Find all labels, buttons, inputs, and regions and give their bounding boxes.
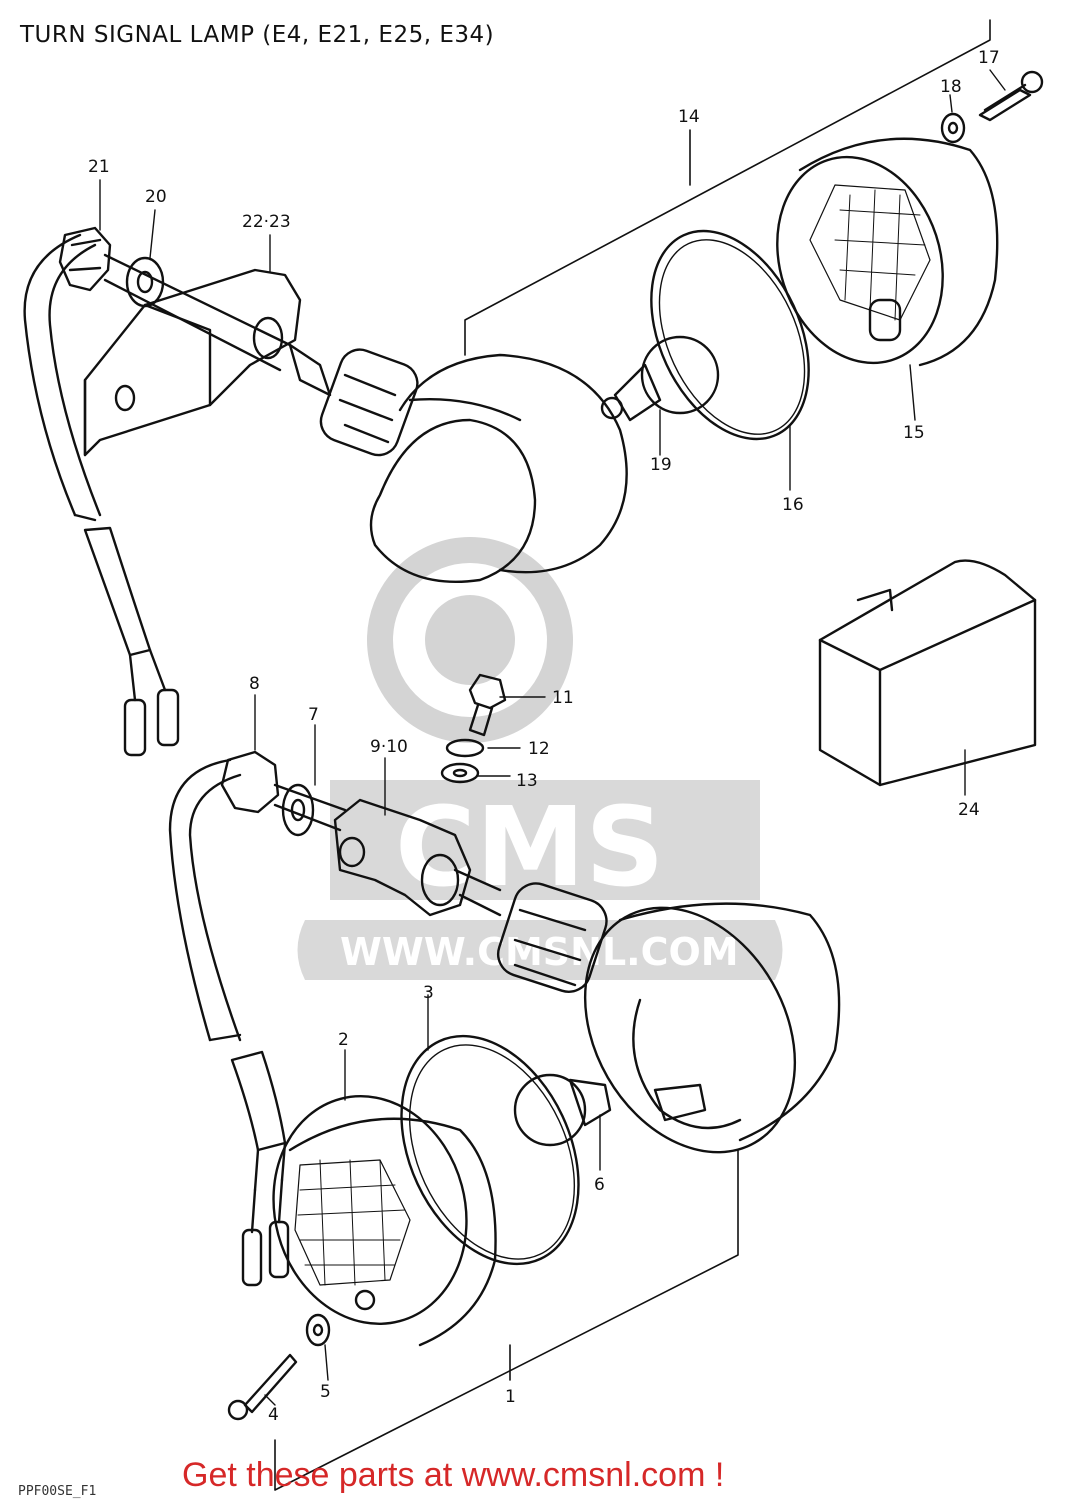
callout-24: 24 <box>958 800 980 820</box>
callout-22-23: 22·23 <box>242 212 291 232</box>
callout-13: 13 <box>516 771 538 791</box>
watermark-brand: CMS <box>395 783 664 911</box>
callout-7: 7 <box>308 705 319 725</box>
screw-17 <box>978 70 1044 122</box>
washer-18 <box>940 112 966 144</box>
callout-8: 8 <box>249 674 260 694</box>
callout-17: 17 <box>978 48 1000 68</box>
lens-2 <box>272 1095 497 1347</box>
cms-watermark-logo <box>297 537 783 980</box>
callout-11: 11 <box>552 688 574 708</box>
callout-16: 16 <box>782 495 804 515</box>
callout-14: 14 <box>678 107 700 127</box>
bulb-19 <box>600 335 720 422</box>
callout-12: 12 <box>528 739 550 759</box>
leader-frame-1 <box>274 1149 739 1491</box>
callout-9-10: 9·10 <box>370 737 408 757</box>
callout-21: 21 <box>88 157 110 177</box>
callout-2: 2 <box>338 1030 349 1050</box>
bulb-6 <box>513 1073 612 1147</box>
washer-20 <box>125 256 165 308</box>
gasket-3 <box>400 1034 580 1266</box>
leader-frame-14 <box>464 19 991 356</box>
callout-5: 5 <box>320 1382 331 1402</box>
callout-18: 18 <box>940 77 962 97</box>
page-title: TURN SIGNAL LAMP (E4, E21, E25, E34) <box>20 22 495 48</box>
callout-15: 15 <box>903 423 925 443</box>
footer-parts-link[interactable]: Get these parts at www.cmsnl.com ! <box>182 1456 725 1494</box>
lens-15 <box>776 137 999 367</box>
callout-19: 19 <box>650 455 672 475</box>
nut-8 <box>220 750 280 814</box>
flasher-relay-24 <box>818 559 1037 787</box>
wire-harness-lower <box>168 758 290 1287</box>
lamp-housing-lower <box>583 902 841 1154</box>
bolt-11 <box>468 673 507 737</box>
lamp-socket-upper <box>288 343 419 457</box>
callout-leaders <box>99 69 1006 1406</box>
nut-21 <box>58 226 112 292</box>
screw-4 <box>227 1353 298 1421</box>
callout-1: 1 <box>505 1387 516 1407</box>
clamp-9-10 <box>333 798 472 917</box>
drawing-code: PPF00SE_F1 <box>18 1484 97 1499</box>
lamp-housing-upper <box>369 353 628 584</box>
washer-5 <box>305 1313 331 1347</box>
washer-13 <box>440 762 480 784</box>
lock-washer-12 <box>445 738 485 758</box>
wire-harness-upper <box>23 233 180 757</box>
watermark-url: WWW.CMSNL.COM <box>340 930 739 974</box>
callout-4: 4 <box>268 1405 279 1425</box>
callout-3: 3 <box>423 983 434 1003</box>
washer-7 <box>281 783 315 837</box>
bracket-22-23 <box>83 268 302 457</box>
callout-6: 6 <box>594 1175 605 1195</box>
callout-20: 20 <box>145 187 167 207</box>
lamp-socket-lower <box>496 882 608 993</box>
